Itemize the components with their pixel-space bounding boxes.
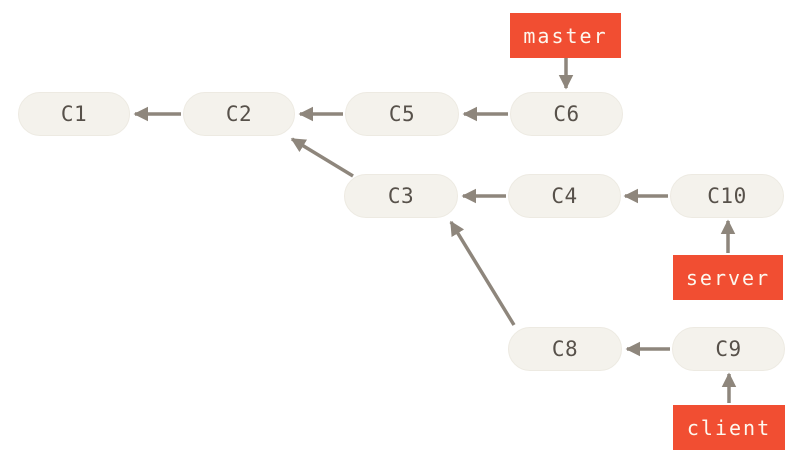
commit-node-c3: C3 xyxy=(344,174,458,218)
commit-label: C4 xyxy=(551,184,578,208)
branch-label-client: client xyxy=(673,405,785,450)
commit-label: C9 xyxy=(715,337,742,361)
commit-label: C2 xyxy=(225,102,253,126)
commit-node-c10: C10 xyxy=(670,174,784,218)
commit-node-c5: C5 xyxy=(345,92,459,136)
commit-label: C8 xyxy=(551,337,579,361)
branch-name: server xyxy=(685,265,771,290)
commit-node-c2: C2 xyxy=(183,92,295,136)
branch-name: master xyxy=(523,23,608,48)
edge-c8-to-c3 xyxy=(449,220,516,326)
commit-label: C6 xyxy=(553,102,580,126)
commit-node-c6: C6 xyxy=(510,92,623,136)
commit-label: C5 xyxy=(388,102,416,126)
commit-label: C1 xyxy=(60,102,88,126)
commit-label: C10 xyxy=(707,184,747,208)
commit-node-c8: C8 xyxy=(508,327,622,371)
commit-node-c1: C1 xyxy=(18,92,130,136)
edge-c3-to-c2 xyxy=(290,137,354,178)
branch-name: client xyxy=(686,415,772,440)
commit-node-c9: C9 xyxy=(672,327,785,371)
branch-label-server: server xyxy=(673,255,783,300)
branch-label-master: master xyxy=(510,13,621,58)
commit-node-c4: C4 xyxy=(508,174,621,218)
commit-label: C3 xyxy=(387,184,415,208)
